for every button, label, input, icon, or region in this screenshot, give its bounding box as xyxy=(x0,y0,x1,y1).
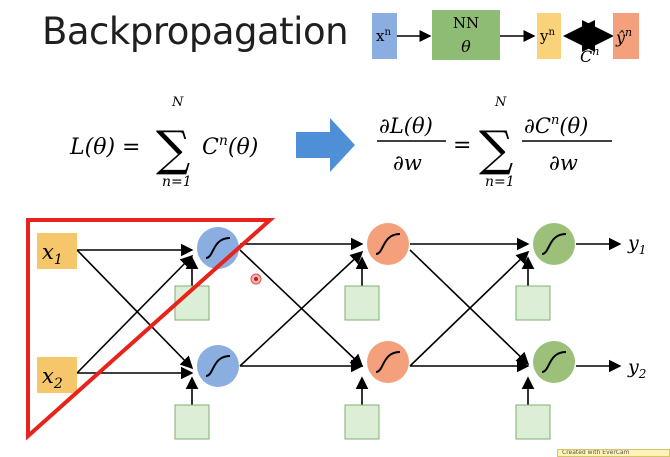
bias-box-l3-n2 xyxy=(515,404,551,440)
loss-lhs: L(θ) = xyxy=(69,135,140,160)
grad-sum-upper: N xyxy=(494,95,507,110)
sigmoid-icon xyxy=(541,233,567,255)
bias-box-l2-n1 xyxy=(344,285,380,321)
neuron-l1-n2 xyxy=(197,345,239,387)
bias-boxes xyxy=(174,285,551,440)
grad-sum-lower: n=1 xyxy=(485,174,515,190)
bias-box-l2-n2 xyxy=(344,404,380,440)
nn-box xyxy=(432,10,500,60)
cost-label: Cn xyxy=(580,45,599,66)
output-y2-label: y2 xyxy=(627,356,646,381)
implies-arrow xyxy=(296,118,355,172)
highlight-triangle xyxy=(26,218,276,441)
output-y1-label: y1 xyxy=(627,232,646,257)
nn-theta: θ xyxy=(461,37,471,56)
neuron-l3-n1 xyxy=(533,223,575,265)
output-box xyxy=(537,13,561,59)
input-x1-label: x1 xyxy=(42,240,63,268)
grad-denominator: ∂w xyxy=(393,151,422,175)
watermark: Created with EverCam xyxy=(557,449,670,457)
sigmoid-icon xyxy=(375,351,401,373)
gradient-equation: ∂L(θ) ∂w = N ∑ n=1 ∂Cn(θ) ∂w xyxy=(377,95,612,190)
slide-title: Backpropagation xyxy=(42,10,349,53)
grad-numerator: ∂L(θ) xyxy=(379,114,433,138)
sum-symbol: ∑ xyxy=(156,121,190,177)
sigmoid-icon xyxy=(205,355,231,377)
loss-term: Cn(θ) xyxy=(202,133,258,160)
bias-box-l3-n1 xyxy=(515,285,551,321)
grad-term-denominator: ∂w xyxy=(549,151,578,175)
network-connections xyxy=(76,237,622,405)
neuron-l3-n2 xyxy=(533,341,575,383)
cursor-center xyxy=(254,277,258,281)
network-diagram: x1 x2 xyxy=(26,218,646,441)
neuron-l2-n2 xyxy=(367,341,409,383)
grad-sum-symbol: ∑ xyxy=(479,121,513,177)
sigmoid-icons xyxy=(205,233,567,377)
sigmoid-icon xyxy=(541,351,567,373)
neuron-l2-n1 xyxy=(367,223,409,265)
grad-term-numerator: ∂Cn(θ) xyxy=(524,113,588,138)
nn-label: NN xyxy=(453,14,479,32)
sum-upper-limit: N xyxy=(171,95,184,110)
output-label: yn xyxy=(539,27,555,45)
target-label: ŷn xyxy=(615,26,632,47)
target-box xyxy=(613,13,639,59)
input-box xyxy=(372,13,397,59)
input-x2-box xyxy=(37,357,77,393)
input-label: xn xyxy=(376,27,391,45)
neuron-l1-n1 xyxy=(197,227,239,269)
bias-box-l1-n2 xyxy=(174,404,210,440)
input-x2-label: x2 xyxy=(42,364,63,392)
grad-equals: = xyxy=(453,133,471,158)
sigmoid-icon xyxy=(375,233,401,255)
sum-lower-limit: n=1 xyxy=(162,174,192,190)
pipeline-diagram: xn NN θ yn Cn ŷn xyxy=(372,10,639,66)
loss-equation: L(θ) = N ∑ n=1 Cn(θ) xyxy=(69,95,258,190)
input-x1-box xyxy=(37,233,77,269)
sigmoid-icon xyxy=(205,237,231,259)
